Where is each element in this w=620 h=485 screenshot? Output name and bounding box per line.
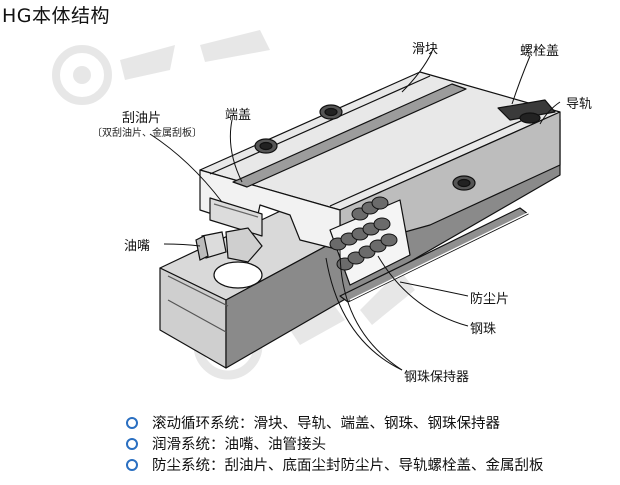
- leader-rail: [539, 101, 561, 125]
- label-scraper-note: 〔双刮油片、金属刮板〕: [92, 128, 202, 139]
- leader-slider: [401, 51, 433, 93]
- leader-dust-seal: [399, 281, 469, 297]
- end-cap-band: [232, 83, 467, 188]
- system-legend: 滚动循环系统：滑块、导轨、端盖、钢珠、钢珠保持器 润滑系统：油嘴、油管接头 防尘…: [126, 412, 544, 475]
- leader-retainer-2: [325, 257, 403, 371]
- leader-bolt-cap: [511, 55, 531, 105]
- label-end-cap: 端盖: [225, 108, 252, 123]
- legend-item: 滚动循环系统：滑块、导轨、端盖、钢珠、钢珠保持器: [126, 412, 544, 433]
- leader-retainer-1: [339, 249, 403, 371]
- label-ball: 钢珠: [470, 322, 497, 337]
- label-grease-nipple: 油嘴: [124, 239, 151, 254]
- bullet-circle-icon: [126, 416, 138, 429]
- bullet-circle-icon: [126, 437, 138, 450]
- diagram-title: HG本体结构: [2, 5, 111, 27]
- label-slider: 滑块: [412, 42, 439, 57]
- label-scraper: 刮油片: [122, 111, 162, 126]
- steel-balls: [329, 196, 398, 271]
- label-dust-seal: 防尘片: [470, 292, 510, 307]
- legend-item: 防尘系统：刮油片、底面尘封防尘片、导轨螺栓盖、金属刮板: [126, 454, 544, 475]
- leader-grease-nipple: [163, 243, 201, 247]
- legend-text: 滚动循环系统：滑块、导轨、端盖、钢珠、钢珠保持器: [152, 416, 500, 432]
- bullet-circle-icon: [126, 458, 138, 471]
- scraper-plate: [209, 197, 263, 237]
- legend-text: 防尘系统：刮油片、底面尘封防尘片、导轨螺栓盖、金属刮板: [152, 458, 544, 474]
- legend-text: 润滑系统：油嘴、油管接头: [152, 437, 326, 453]
- leader-end-cap: [229, 119, 243, 183]
- retainer-strip: [339, 207, 529, 303]
- label-bolt-cap: 螺栓盖: [520, 44, 560, 59]
- grease-nipple: [195, 227, 263, 289]
- bolt-cap: [497, 99, 556, 121]
- label-retainer: 钢珠保持器: [404, 370, 470, 385]
- leader-scraper: [149, 133, 223, 203]
- leader-ball: [377, 255, 469, 327]
- legend-item: 润滑系统：油嘴、油管接头: [126, 433, 544, 454]
- label-rail: 导轨: [566, 97, 593, 112]
